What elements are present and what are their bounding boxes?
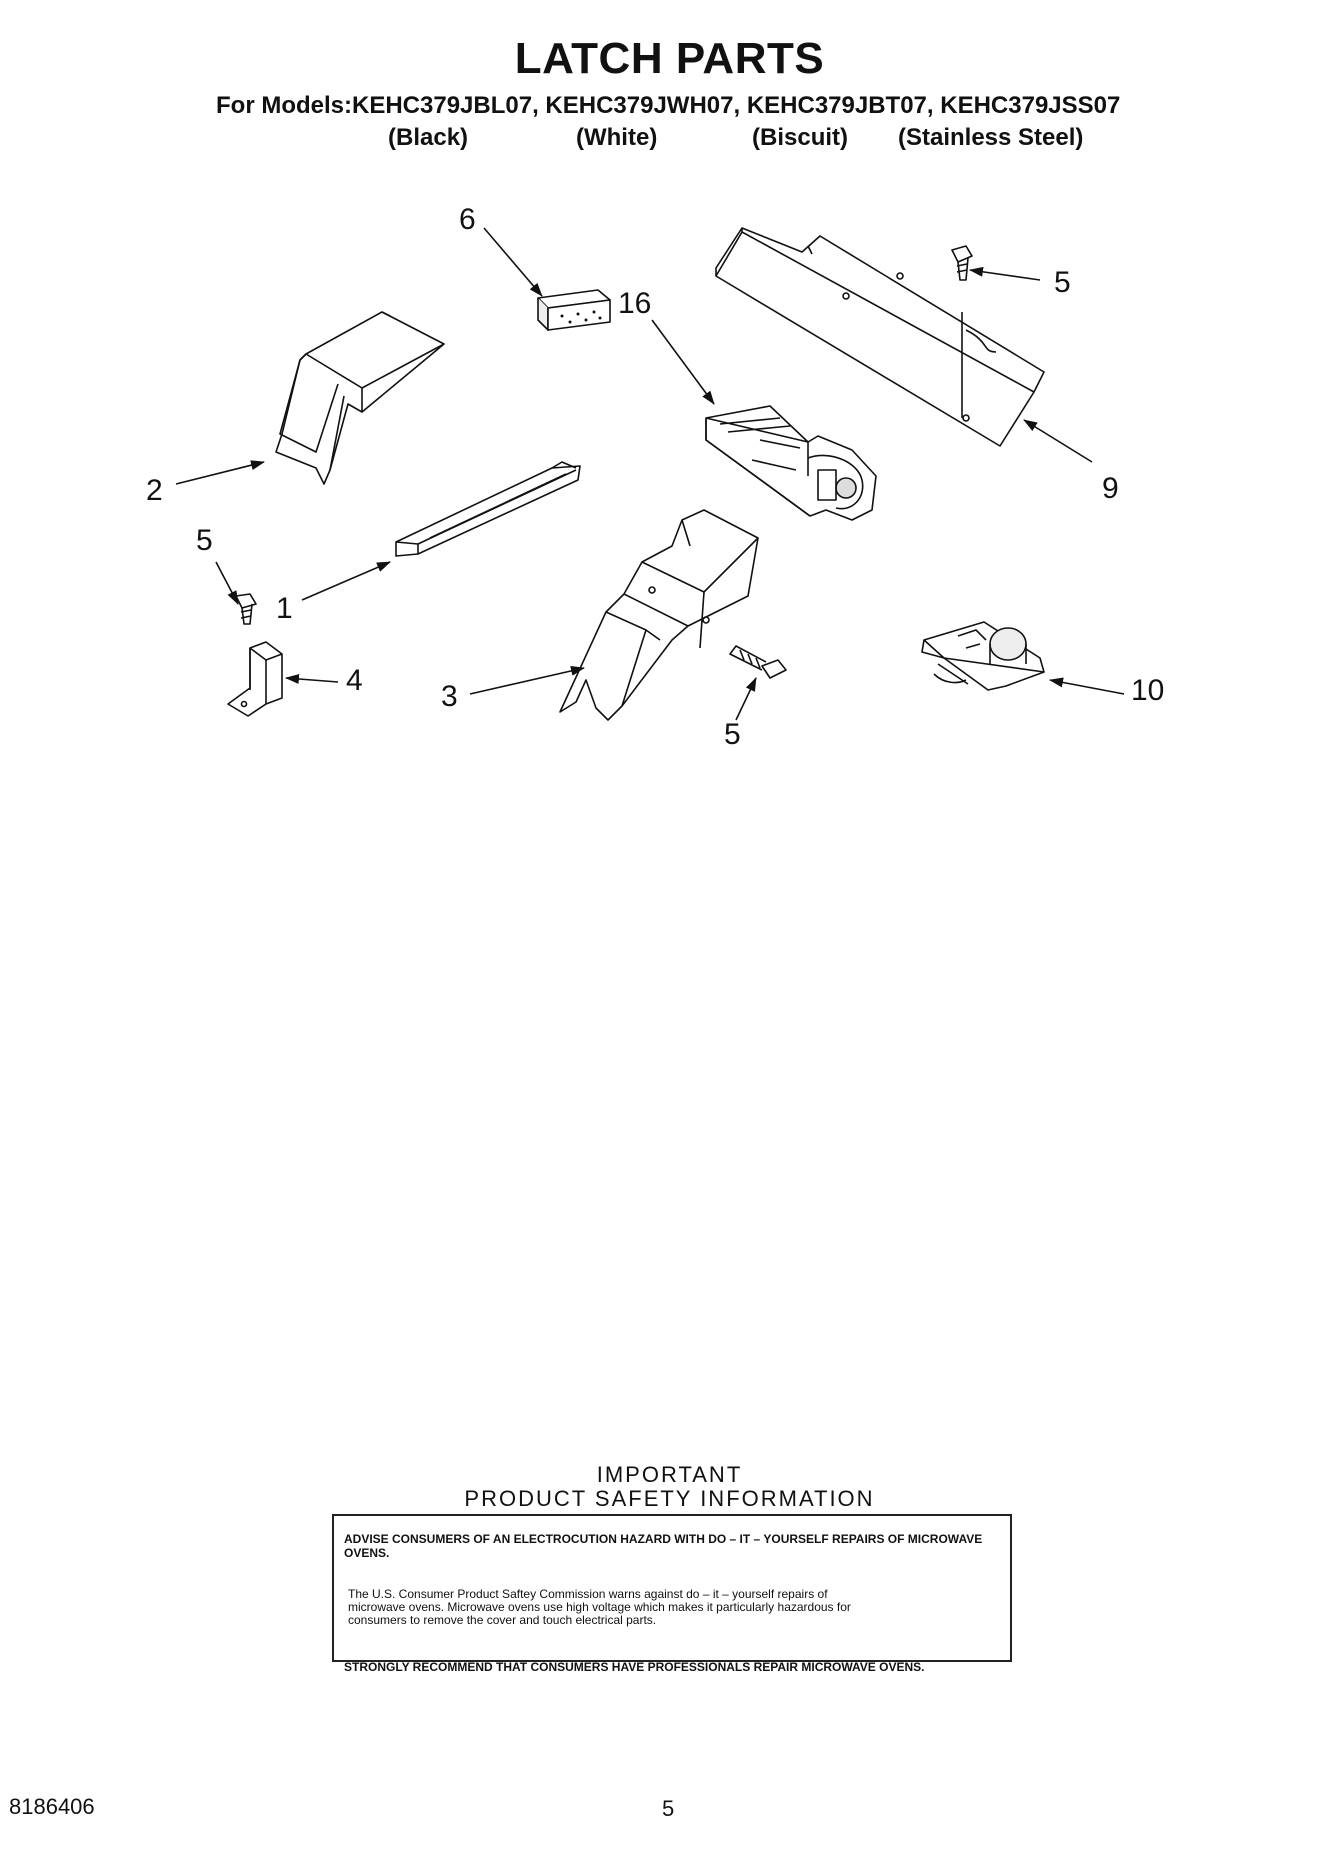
callout-2: 2 (146, 474, 163, 507)
leader-3 (469, 666, 585, 695)
safety-warning-line-2: microwave ovens. Microwave ovens use hig… (348, 1600, 851, 1614)
safety-heading-info: PRODUCT SAFETY INFORMATION (464, 1486, 875, 1511)
part-5-screw-left (235, 593, 257, 625)
models-line: For Models:KEHC379JBL07, KEHC379JWH07, K… (216, 92, 1121, 119)
safety-heading-important: IMPORTANT (596, 1462, 743, 1487)
safety-box-top-rule (332, 1514, 1012, 1516)
part-2-bracket (275, 311, 445, 485)
leader-16 (651, 319, 715, 405)
callout-9: 9 (1102, 472, 1119, 505)
safety-box (332, 1514, 1012, 1662)
part-9-bracket (715, 227, 1045, 447)
part-6-block (537, 289, 611, 331)
part-3-bracket (559, 509, 759, 721)
leader-5-left (215, 561, 239, 605)
safety-recommend-text: STRONGLY RECOMMEND THAT CONSUMERS HAVE P… (344, 1660, 925, 1674)
part-10-switch-assembly (921, 621, 1045, 691)
leader-10 (1049, 677, 1125, 695)
callout-5-left: 5 (196, 524, 213, 557)
leader-2 (175, 460, 265, 485)
leader-5-top (969, 266, 1041, 281)
leader-1 (301, 561, 391, 601)
safety-warning-line-1: The U.S. Consumer Product Saftey Commiss… (348, 1587, 828, 1601)
part-1-channel (395, 461, 581, 557)
leader-5-bottom (735, 677, 757, 721)
color-label-stainless: (Stainless Steel) (898, 124, 1084, 151)
callout-3: 3 (441, 680, 458, 713)
callout-1: 1 (276, 592, 293, 625)
callout-16: 16 (618, 287, 652, 320)
part-5-screw-bottom (729, 645, 787, 679)
page-title: LATCH PARTS (514, 34, 825, 83)
callout-10: 10 (1131, 674, 1165, 707)
leader-lines (175, 227, 1125, 721)
callout-6: 6 (459, 203, 476, 236)
part-5-screw-top (951, 245, 973, 281)
color-label-black: (Black) (388, 124, 469, 151)
callout-5-bottom: 5 (724, 718, 741, 751)
color-label-biscuit: (Biscuit) (752, 124, 848, 151)
safety-warning-line-3: consumers to remove the cover and touch … (348, 1613, 657, 1627)
page-number: 5 (662, 1796, 675, 1821)
callout-5-top: 5 (1054, 266, 1071, 299)
leader-4 (285, 674, 339, 684)
part-number: 8186406 (9, 1794, 95, 1819)
part-16-latch-assembly (705, 405, 877, 521)
part-4-bracket (227, 641, 283, 717)
exploded-parts-diagram (175, 227, 1125, 721)
safety-advise-text: ADVISE CONSUMERS OF AN ELECTROCUTION HAZ… (344, 1532, 983, 1560)
color-label-white: (White) (576, 124, 658, 151)
leader-6 (483, 227, 543, 297)
leader-9 (1023, 419, 1093, 463)
callout-4: 4 (346, 664, 363, 697)
